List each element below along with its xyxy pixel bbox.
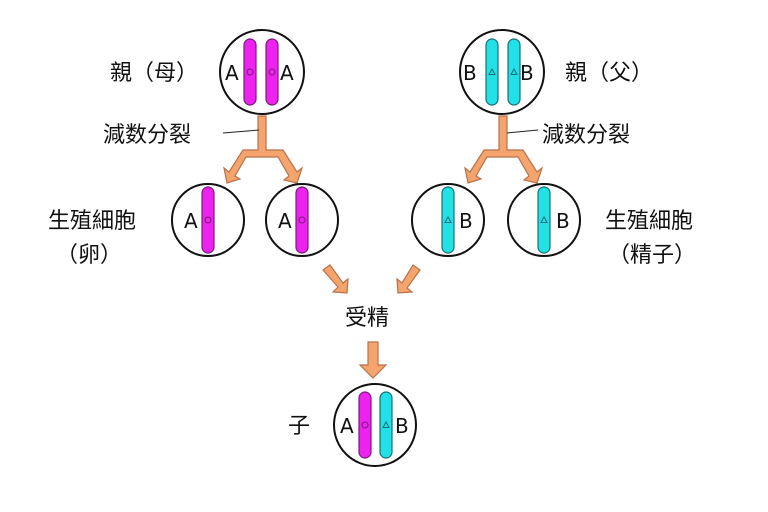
gamete-label-right: 生殖細胞 — [605, 209, 693, 234]
gene-label: B — [520, 61, 534, 85]
gene-label: B — [395, 414, 409, 438]
child-cell: A B — [333, 383, 417, 467]
maternal-chromosome — [265, 38, 279, 106]
mother-cell: A A — [219, 29, 305, 115]
maternal-chromosome — [201, 186, 215, 254]
maternal-chromosome — [358, 391, 372, 459]
gene-label: A — [280, 61, 294, 85]
fertilization-arrow-right — [396, 264, 421, 294]
fertilization-label: 受精 — [345, 306, 389, 331]
paternal-chromosome — [441, 186, 455, 254]
gene-label: B — [463, 61, 477, 85]
meiosis-label-right: 減数分裂 — [542, 123, 630, 148]
gene-label: B — [459, 209, 473, 233]
paternal-chromosome — [379, 391, 393, 459]
meiosis-label-left: 減数分裂 — [103, 123, 191, 148]
fertilization-arrow-down — [358, 341, 388, 379]
sperm-cell: B — [411, 183, 485, 257]
egg-cell: A — [171, 183, 245, 257]
father-cell: B B — [459, 29, 545, 115]
egg-cell: A — [265, 183, 339, 257]
father-label: 親（父） — [565, 61, 653, 86]
fertilization-arrow-left — [322, 264, 349, 294]
gene-label: A — [340, 414, 354, 438]
mother-label: 親（母） — [110, 61, 198, 86]
gamete-label-left-sub: （卵） — [56, 243, 122, 268]
child-label: 子 — [288, 414, 310, 439]
paternal-chromosome — [537, 186, 551, 254]
maternal-chromosome — [295, 186, 309, 254]
meiosis-arrow-left — [223, 115, 304, 184]
gamete-label-left: 生殖細胞 — [48, 209, 136, 234]
gene-label: A — [225, 61, 239, 85]
gene-label: A — [278, 209, 292, 233]
sperm-cell: B — [507, 183, 581, 257]
gene-label: B — [556, 209, 570, 233]
paternal-chromosome — [485, 38, 499, 106]
gamete-label-right-sub: （精子） — [608, 243, 696, 268]
maternal-chromosome — [243, 38, 257, 106]
gene-label: A — [184, 209, 198, 233]
paternal-chromosome — [507, 38, 521, 106]
meiosis-arrow-right — [464, 115, 544, 184]
